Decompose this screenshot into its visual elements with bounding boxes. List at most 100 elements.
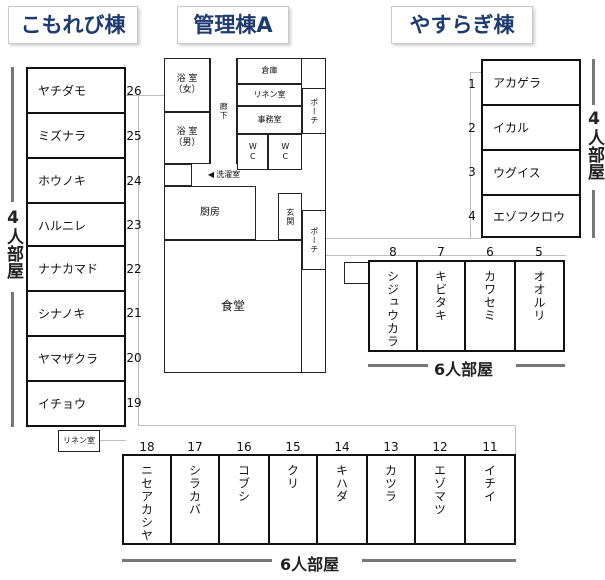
room-name: イカル — [493, 121, 530, 135]
bath-f-sub: （女） — [173, 85, 201, 95]
kitchen-label: 厨房 — [200, 207, 220, 218]
komorebi-room[interactable]: ナナカマド — [26, 245, 126, 292]
hallway-label: 廊下 — [219, 102, 229, 120]
room-number: 26 — [126, 84, 142, 98]
room-number: 22 — [126, 262, 142, 276]
room-number: 8 — [389, 245, 397, 259]
room-name: イチョウ — [38, 397, 87, 411]
wc2-label: WC — [280, 142, 290, 162]
bath-m-label: 浴 室 — [176, 127, 198, 138]
porch-side-label: ポーチ — [309, 226, 319, 254]
dining-hall[interactable]: 食堂 — [164, 240, 302, 373]
storage-label: 倉庫 — [261, 66, 278, 76]
bath-f-label: 浴 室 — [176, 74, 198, 85]
kitchen[interactable]: 厨房 — [164, 186, 256, 240]
room-name: シジュウカラ — [385, 270, 400, 348]
room-name: オオルリ — [532, 270, 546, 322]
room-name: シナノキ — [38, 307, 86, 321]
dining-label: 食堂 — [220, 299, 245, 314]
laundry-label: 洗濯室 — [216, 170, 241, 180]
six-room-lower[interactable]: イチイ — [464, 454, 516, 545]
room-number: 4 — [468, 209, 476, 223]
linen-room-label: リネン室 — [63, 436, 95, 446]
six-room-upper[interactable]: キビタキ — [416, 260, 466, 352]
room-name: シラカバ — [187, 464, 202, 516]
room-name: キハダ — [334, 464, 349, 503]
yasuragi-room[interactable]: エゾフクロウ — [481, 194, 581, 238]
six-room-lower[interactable]: エゾマツ — [414, 454, 466, 545]
room-name: ミズナラ — [38, 129, 87, 143]
six-room-upper[interactable]: オオルリ — [514, 260, 565, 352]
room-number: 25 — [126, 129, 142, 143]
room-number: 21 — [126, 306, 142, 320]
komorebi-room[interactable]: ヤマザクラ — [26, 335, 126, 382]
room-name: カツラ — [383, 464, 398, 503]
room-number: 18 — [139, 440, 155, 454]
room-name: ヤチダモ — [38, 84, 87, 98]
six-room-lower[interactable]: カツラ — [366, 454, 416, 545]
room-name: イチイ — [482, 464, 497, 503]
room-name: ハルニレ — [38, 219, 87, 233]
room-number: 2 — [468, 121, 476, 135]
porch-side[interactable]: ポーチ — [302, 210, 326, 270]
komorebi-room[interactable]: ホウノキ — [26, 157, 126, 204]
linen-room-small[interactable]: リネン室 — [58, 430, 100, 452]
room-number: 5 — [535, 245, 543, 259]
storage-room[interactable]: 倉庫 — [237, 58, 302, 84]
bath-m-sub: （男） — [173, 138, 201, 148]
room-number: 7 — [437, 245, 445, 259]
wc-1[interactable]: WC — [237, 134, 268, 170]
komorebi-room[interactable]: ミズナラ — [26, 112, 126, 159]
bracket-line — [516, 364, 565, 367]
bracket-line — [122, 559, 272, 562]
room-number: 11 — [482, 440, 498, 454]
six-room-lower[interactable]: クリ — [268, 454, 318, 545]
bath-female[interactable]: 浴 室（女） — [164, 58, 210, 112]
office-label: 事務室 — [257, 115, 282, 125]
room-number: 3 — [468, 165, 476, 179]
komorebi-room[interactable]: ハルニレ — [26, 202, 126, 249]
laundry-room[interactable]: ◀洗濯室 — [192, 164, 256, 186]
six-room-lower[interactable]: キハダ — [316, 454, 368, 545]
room-name: アカゲラ — [493, 76, 542, 90]
yasuragi-room[interactable]: イカル — [481, 104, 581, 151]
wc1-label: WC — [248, 142, 258, 162]
yasuragi-room[interactable]: アカゲラ — [481, 59, 581, 106]
entrance[interactable]: 玄関 — [278, 193, 302, 240]
building-title-komorebi: こもれび棟 — [8, 6, 138, 44]
room-number: 19 — [126, 396, 142, 410]
corridor-line — [138, 96, 139, 426]
four-person-label-left: 4人部屋 — [3, 208, 23, 279]
six-room-upper[interactable]: カワセミ — [464, 260, 516, 352]
komorebi-room[interactable]: イチョウ — [26, 380, 126, 427]
room-name: ニセアカシヤ — [139, 464, 154, 542]
six-person-label-lower: 6人部屋 — [280, 555, 340, 574]
entrance-label: 玄関 — [285, 207, 295, 226]
office-room[interactable]: 事務室 — [237, 106, 302, 134]
six-room-lower[interactable]: コブシ — [218, 454, 270, 545]
linen-room[interactable]: リネン室 — [237, 84, 302, 106]
porch-top-label: ポーチ — [309, 97, 319, 125]
corridor-line — [138, 425, 515, 426]
bracket-line — [592, 190, 595, 238]
small-box — [344, 262, 370, 284]
six-room-lower[interactable]: ニセアカシヤ — [122, 454, 172, 545]
building-title-yasuragi: やすらぎ棟 — [391, 6, 533, 44]
porch-top[interactable]: ポーチ — [302, 88, 326, 134]
bracket-line — [11, 67, 14, 202]
corridor-line — [124, 95, 166, 96]
komorebi-room[interactable]: シナノキ — [26, 290, 126, 337]
room-name: クリ — [285, 464, 300, 490]
bracket-line — [11, 292, 14, 427]
komorebi-room[interactable]: ヤチダモ — [26, 67, 126, 114]
wc-2[interactable]: WC — [268, 134, 302, 170]
bath-male[interactable]: 浴 室（男） — [164, 112, 210, 164]
four-person-label-right: 4人部屋 — [584, 109, 604, 180]
six-room-upper[interactable]: シジュウカラ — [368, 260, 418, 352]
yasuragi-room[interactable]: ウグイス — [481, 149, 581, 196]
room-name: コブシ — [236, 464, 251, 503]
room-number: 17 — [187, 440, 203, 454]
corridor-line — [98, 440, 126, 441]
six-person-label-upper: 6人部屋 — [434, 360, 494, 379]
six-room-lower[interactable]: シラカバ — [170, 454, 220, 545]
